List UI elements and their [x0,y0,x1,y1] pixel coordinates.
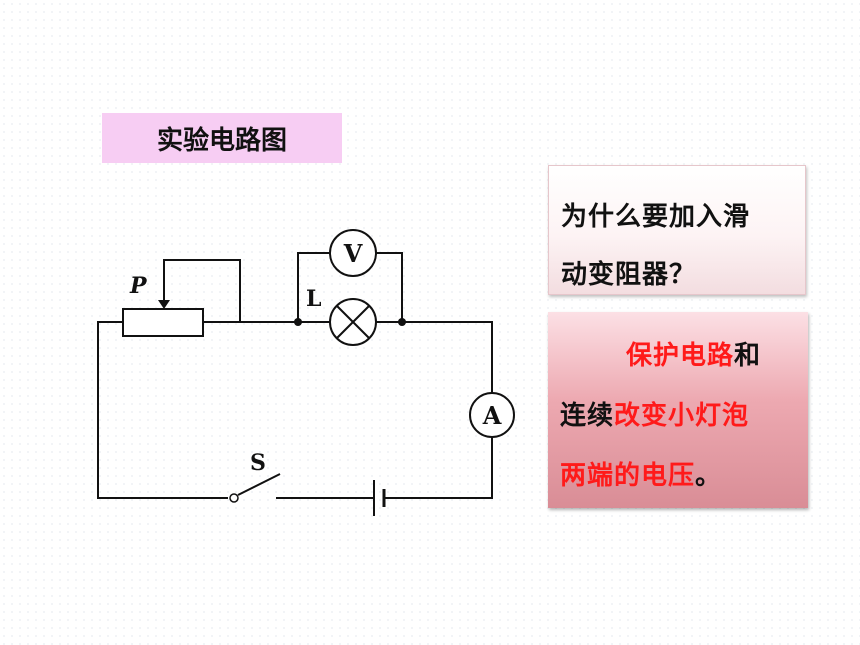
wire-voltmeter-right [376,252,403,322]
rheostat-body [122,308,204,337]
diagram-title: 实验电路图 [102,113,342,163]
wire-left [97,321,228,499]
question-line-2: 动变阻器？ [561,260,697,290]
question-line-1: 为什么要加入滑 [561,202,751,232]
wire-voltmeter-left [297,252,330,322]
answer-box: 保护电路和 连续改变小灯泡 两端的电压。 [548,312,808,508]
answer-dark-text: 连续 [560,401,615,431]
ammeter-label: A [482,401,502,430]
voltmeter-label: V [343,239,363,268]
answer-line-1: 保护电路和 [560,326,800,386]
wire-rheostat-slider [163,259,241,323]
switch-pivot [229,493,239,503]
switch-blade [237,473,281,496]
answer-red-text: 两端的电压 [560,461,696,491]
ammeter-symbol [469,392,515,438]
rheostat-slider-arrow [158,300,170,309]
answer-red-text: 改变小灯泡 [614,401,750,431]
question-box: 为什么要加入滑 动变阻器？ [548,165,806,295]
lamp-label: L [306,286,321,312]
lamp-cross-b [336,305,370,339]
answer-red-text: 保护电路 [626,341,735,371]
rheostat-label: P [129,273,148,299]
answer-line-2: 连续改变小灯泡 [560,386,800,446]
circuit-wires [97,252,493,499]
wire-bottom-right [384,436,493,499]
voltmeter-symbol [329,229,377,277]
answer-line-3: 两端的电压。 [560,446,800,506]
answer-dark-text: 和 [734,341,762,371]
junction-dot-right [398,318,406,326]
switch-label: S [250,450,266,476]
junction-dot-left [294,318,302,326]
wire-right [402,321,493,394]
answer-dark-text: 。 [695,461,723,491]
